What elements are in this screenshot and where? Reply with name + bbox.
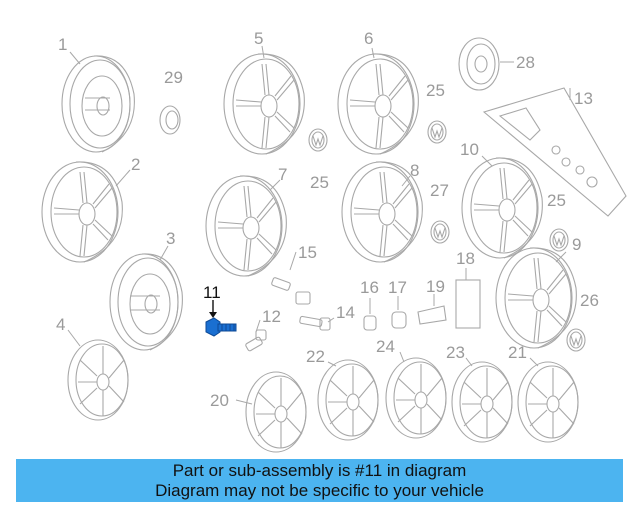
cap-17 bbox=[391, 311, 407, 329]
leader-4 bbox=[67, 329, 81, 347]
callout-21: 21 bbox=[508, 343, 527, 362]
callout-2: 2 bbox=[131, 155, 140, 174]
hub-cover-24 bbox=[385, 357, 447, 439]
callout-5: 5 bbox=[254, 29, 263, 48]
tpms-disc-28 bbox=[458, 37, 500, 91]
leader-22 bbox=[327, 361, 337, 367]
steel-wheel-1 bbox=[61, 55, 135, 153]
callout-23: 23 bbox=[446, 343, 465, 362]
callout-19: 19 bbox=[426, 277, 445, 296]
emblem-26 bbox=[566, 328, 586, 352]
valve-stem-12 bbox=[245, 329, 267, 352]
callout-9: 9 bbox=[572, 235, 581, 254]
banner-line-2: Diagram may not be specific to your vehi… bbox=[155, 481, 484, 500]
emblem-25c bbox=[549, 228, 569, 252]
callout-16: 16 bbox=[360, 278, 379, 297]
callout-7: 7 bbox=[278, 165, 287, 184]
callout-15: 15 bbox=[298, 243, 317, 262]
callout-1: 1 bbox=[58, 35, 67, 54]
hub-cover-22 bbox=[317, 359, 379, 441]
callout-25c: 25 bbox=[547, 191, 566, 210]
callout-20: 20 bbox=[210, 391, 229, 410]
wheel-bolt-11 bbox=[205, 317, 237, 337]
leader-8 bbox=[401, 175, 411, 187]
tool-19 bbox=[417, 305, 447, 325]
alloy-wheel-5 bbox=[223, 53, 305, 155]
wheel-4 bbox=[67, 339, 129, 421]
hub-cover-23 bbox=[451, 361, 513, 443]
emblem-27 bbox=[430, 220, 450, 244]
callout-14: 14 bbox=[336, 303, 355, 322]
callout-25a: 25 bbox=[310, 173, 329, 192]
wheel-3 bbox=[109, 253, 183, 351]
alloy-wheel-9 bbox=[495, 247, 577, 349]
alloy-wheel-10 bbox=[461, 157, 543, 259]
center-cap-29 bbox=[159, 105, 181, 135]
callout-25b: 25 bbox=[426, 81, 445, 100]
leader-12 bbox=[255, 319, 261, 333]
leader-20 bbox=[235, 399, 253, 405]
callout-28: 28 bbox=[516, 53, 535, 72]
alloy-wheel-7 bbox=[205, 175, 287, 277]
leader-23 bbox=[465, 357, 473, 367]
hub-cover-21 bbox=[517, 361, 579, 443]
banner-line-1: Part or sub-assembly is #11 in diagram bbox=[172, 461, 467, 480]
arrow-11-icon bbox=[209, 312, 217, 318]
lug-bolts-15 bbox=[271, 277, 311, 305]
tpms-kit-13 bbox=[482, 87, 627, 217]
leader-9 bbox=[555, 251, 567, 263]
callout-8: 8 bbox=[410, 161, 419, 180]
hub-cover-20 bbox=[245, 371, 307, 453]
leader-1 bbox=[69, 51, 81, 65]
leader-24 bbox=[399, 351, 405, 363]
leader-15 bbox=[289, 251, 297, 271]
callout-18: 18 bbox=[456, 249, 475, 268]
leader-21 bbox=[529, 357, 539, 367]
leader-5 bbox=[261, 45, 265, 59]
callout-3: 3 bbox=[166, 229, 175, 248]
parts-diagram: 1 29 2 3 4 5 25 6 25 28 bbox=[41, 29, 627, 453]
leader-3 bbox=[159, 245, 169, 261]
callout-22: 22 bbox=[306, 347, 325, 366]
label-card-18 bbox=[455, 279, 481, 329]
callout-29: 29 bbox=[164, 68, 183, 87]
alloy-wheel-2 bbox=[41, 161, 123, 263]
callout-27: 27 bbox=[430, 181, 449, 200]
callout-10: 10 bbox=[460, 140, 479, 159]
leader-14 bbox=[327, 317, 335, 323]
info-banner: Part or sub-assembly is #11 in diagram D… bbox=[16, 459, 623, 502]
cap-16 bbox=[363, 315, 377, 331]
leader-7 bbox=[269, 179, 281, 191]
callout-11: 11 bbox=[203, 283, 221, 302]
callout-13: 13 bbox=[574, 89, 593, 108]
emblem-25b bbox=[427, 120, 447, 144]
callout-6: 6 bbox=[364, 29, 373, 48]
callout-17: 17 bbox=[388, 278, 407, 297]
bolt-14 bbox=[299, 315, 331, 331]
callout-4: 4 bbox=[56, 315, 65, 334]
leader-6 bbox=[371, 47, 375, 59]
leader-2 bbox=[115, 169, 131, 187]
alloy-wheel-6 bbox=[337, 53, 419, 155]
callout-26: 26 bbox=[580, 291, 599, 310]
callout-24: 24 bbox=[376, 337, 395, 356]
callout-12: 12 bbox=[262, 307, 281, 326]
leader-10 bbox=[481, 155, 493, 167]
emblem-25a bbox=[308, 128, 328, 152]
